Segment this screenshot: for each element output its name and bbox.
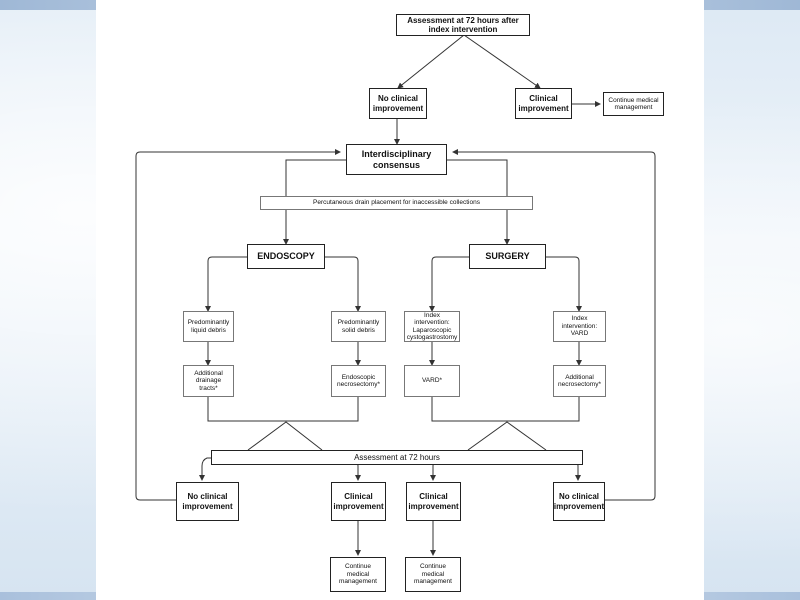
- arrow-consensus-to-endoscopy: [283, 159, 346, 245]
- clinical-improvement-top-box: Clinical improvement: [515, 88, 572, 119]
- no-improvement-left-box: No clinical improvement: [176, 482, 239, 521]
- percutaneous-drain-box: Percutaneous drain placement for inacces…: [260, 196, 533, 210]
- arrow-top-to-no-improvement: [397, 34, 465, 89]
- surgery-box: SURGERY: [469, 244, 546, 269]
- endoscopic-necrosectomy-box: Endoscopic necrosectomy*: [331, 365, 386, 397]
- no-improvement-right-box: No clinical improvement: [553, 482, 605, 521]
- top-assessment-box: Assessment at 72 hours after index inter…: [396, 14, 530, 36]
- vard-box: VARD*: [404, 365, 460, 397]
- index-vard-box: Index intervention: VARD: [553, 311, 606, 342]
- arrow-endoscopy-to-liquid: [205, 256, 247, 312]
- endoscopy-box: ENDOSCOPY: [247, 244, 325, 269]
- continue-management-top-box: Continue medical management: [603, 92, 664, 116]
- arrow-consensus-to-surgery: [447, 159, 510, 245]
- continue-management-right-box: Continue medical management: [405, 557, 461, 592]
- liquid-debris-box: Predominantly liquid debris: [183, 311, 234, 342]
- no-improvement-top-box: No clinical improvement: [369, 88, 427, 119]
- triangle-right: [467, 421, 547, 451]
- merge-right: [431, 397, 580, 422]
- additional-necrosectomy-box: Additional necrosectomy*: [553, 365, 606, 397]
- arrow-top-to-improvement: [463, 34, 541, 89]
- arrow-assessment-to-no-left: [199, 457, 213, 481]
- solid-debris-box: Predominantly solid debris: [331, 311, 386, 342]
- clinical-improvement-left-box: Clinical improvement: [331, 482, 386, 521]
- arrow-surgery-to-laparoscopic: [429, 256, 469, 312]
- loop-left-to-consensus: [135, 149, 341, 501]
- arrow-surgery-to-index-vard: [546, 256, 582, 312]
- laparoscopic-box: Index intervention: Laparoscopic cystoga…: [404, 311, 460, 342]
- merge-left: [207, 397, 359, 422]
- additional-drainage-box: Additional drainage tracts*: [183, 365, 234, 397]
- assessment-72-box: Assessment at 72 hours: [211, 450, 583, 465]
- loop-right-to-consensus: [452, 149, 656, 501]
- continue-management-left-box: Continue medical management: [330, 557, 386, 592]
- consensus-box: Interdisciplinary consensus: [346, 144, 447, 175]
- clinical-improvement-right-box: Clinical improvement: [406, 482, 461, 521]
- triangle-left: [247, 421, 323, 451]
- arrow-endoscopy-to-solid: [325, 256, 361, 312]
